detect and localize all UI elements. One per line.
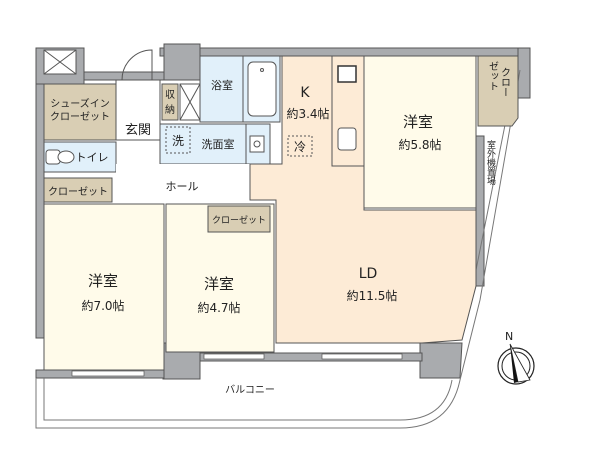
svg-text:洗面室: 洗面室 <box>202 137 235 151</box>
bedroom-sw: 洋室 約7.0帖 <box>43 203 165 371</box>
washroom: 洗 洗面室 <box>159 123 271 165</box>
svg-text:室外機置場: 室外機置場 <box>485 139 496 186</box>
ld-area: 約11.5帖 <box>347 288 398 303</box>
fridge-label: 冷 <box>294 140 306 154</box>
svg-text:納: 納 <box>165 103 175 116</box>
closet-ne: クロー ゼット <box>477 55 519 127</box>
kitchen-area: 約3.4帖 <box>286 106 329 121</box>
toilet: トイレ <box>43 141 117 173</box>
hall: ホール <box>116 164 276 204</box>
svg-text:クローゼット: クローゼット <box>50 111 110 123</box>
svg-text:クローゼット: クローゼット <box>48 186 108 198</box>
outdoor-unit: 室外機置場 <box>485 139 496 186</box>
storage: 収 納 <box>161 83 201 121</box>
svg-text:クローゼット: クローゼット <box>212 214 266 226</box>
svg-text:収: 収 <box>165 89 175 101</box>
svg-text:約5.8帖: 約5.8帖 <box>398 137 441 152</box>
svg-text:シューズイン: シューズイン <box>50 97 110 110</box>
svg-text:クロー: クロー <box>499 67 510 97</box>
shoes-closet: シューズイン クローゼット <box>43 83 117 141</box>
entrance: 玄関 <box>115 49 161 141</box>
entrance-label: 玄関 <box>125 123 151 138</box>
ld-label: LD <box>359 266 378 282</box>
balcony: バルコニー <box>35 69 521 429</box>
ldk: 冷 K 約3.4帖 LD 約11.5帖 <box>249 55 477 344</box>
svg-text:約4.7帖: 約4.7帖 <box>197 300 240 315</box>
bedroom-s: クローゼット 洋室 約4.7帖 <box>165 203 275 353</box>
closet-left: クローゼット <box>43 177 113 203</box>
svg-text:洋室: 洋室 <box>204 275 234 293</box>
compass-icon: N <box>497 330 535 385</box>
svg-text:洋室: 洋室 <box>88 272 118 290</box>
washer-label: 洗 <box>172 134 184 148</box>
kitchen-label: K <box>300 85 310 101</box>
walls <box>35 43 531 380</box>
balcony-label: バルコニー <box>225 384 275 396</box>
svg-text:ホール: ホール <box>166 180 199 193</box>
svg-text:ゼット: ゼット <box>487 61 499 91</box>
svg-text:浴室: 浴室 <box>211 78 233 92</box>
svg-text:約7.0帖: 約7.0帖 <box>81 298 124 313</box>
bedroom-ne: 洋室 約5.8帖 <box>363 55 477 209</box>
bathroom: 浴室 <box>199 55 281 123</box>
svg-text:洋室: 洋室 <box>403 113 433 131</box>
compass-north-label: N <box>505 330 513 343</box>
svg-text:トイレ: トイレ <box>76 151 109 164</box>
